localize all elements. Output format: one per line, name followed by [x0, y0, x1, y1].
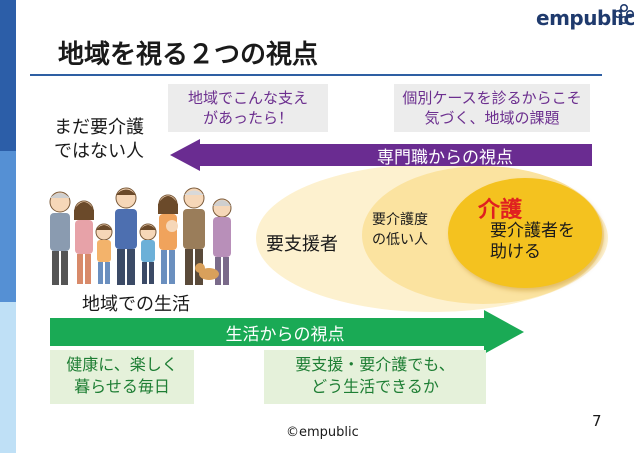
left-strip-bottom: [0, 302, 16, 453]
father-figure: [115, 187, 137, 285]
label-not-yet-care: まだ要介護 ではない人: [54, 116, 144, 164]
low-care-level-label: 要介護度 の低い人: [372, 210, 428, 250]
copyright-text: ©empublic: [286, 425, 359, 440]
ellipse-care: [448, 178, 602, 288]
note-line: 気づく、地域の課題: [424, 109, 560, 127]
note-living-with-care: 要支援・要介護でも、 どう生活できるか: [264, 350, 486, 404]
flower-icon: [613, 3, 635, 25]
label-line: まだ要介護: [54, 117, 144, 138]
note-community-support: 地域でこんな支え があったら！: [168, 84, 328, 132]
note-line: 要支援・要介護でも、: [295, 355, 455, 374]
label-line: の低い人: [372, 232, 428, 248]
support-needed-label: 要支援者: [266, 234, 338, 255]
care-heading: 介護: [478, 198, 523, 223]
help-care-recipients-label: 要介護者を 助ける: [490, 221, 575, 263]
label-line: 要介護者を: [490, 221, 575, 241]
grandfather-figure: [49, 191, 71, 285]
left-strip-top: [0, 0, 16, 151]
life-perspective-arrow: [50, 310, 524, 354]
note-healthy-life: 健康に、楽しく 暮らせる毎日: [50, 350, 194, 404]
dog-figure: [195, 263, 219, 280]
professional-perspective-arrow: [170, 139, 592, 171]
family-illustration: [49, 187, 232, 285]
title-underline: [30, 74, 602, 76]
label-line: ではない人: [54, 141, 144, 162]
label-line: 助ける: [490, 242, 541, 262]
woman-figure: [74, 200, 94, 284]
label-line: 要介護度: [372, 212, 428, 228]
professional-perspective-label: 専門職からの視点: [377, 148, 513, 168]
grandmother-figure: [212, 198, 232, 285]
note-line: 健康に、楽しく: [66, 355, 178, 374]
note-community-issues: 個別ケースを診るからこそ 気づく、地域の課題: [394, 84, 590, 132]
note-line: 暮らせる毎日: [74, 377, 170, 396]
note-line: どう生活できるか: [311, 377, 439, 396]
mother-figure: [158, 194, 178, 284]
child-figure: [95, 223, 113, 284]
left-strip-middle: [0, 151, 16, 302]
note-line: 個別ケースを診るからこそ: [402, 89, 582, 107]
life-perspective-label: 生活からの視点: [225, 325, 345, 345]
page-title: 地域を視る２つの視点: [58, 40, 319, 70]
page-number: 7: [592, 412, 602, 430]
note-line: 地域でこんな支え: [187, 89, 308, 107]
boy-figure: [139, 223, 157, 284]
community-life-label: 地域での生活: [82, 294, 190, 315]
note-line: があったら！: [202, 109, 293, 127]
brand-logo: empublic: [536, 6, 635, 30]
